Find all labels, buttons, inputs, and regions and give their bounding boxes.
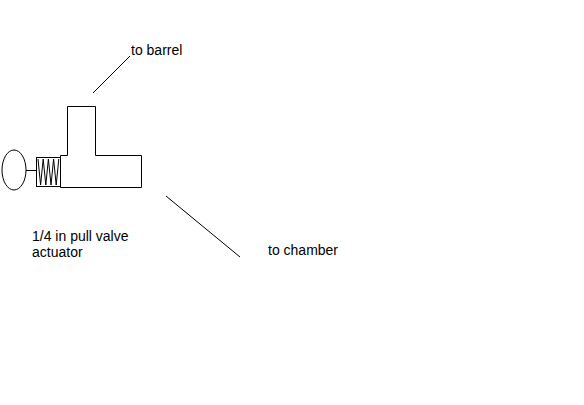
port-label: to barrel [131, 42, 182, 58]
leader-line [93, 56, 130, 93]
spring-coil [38, 159, 59, 185]
leader-line [166, 196, 240, 257]
pull-handle [2, 150, 26, 190]
pull-rod [26, 170, 36, 171]
part-label: 1/4 in pull valve actuator [32, 228, 136, 260]
tee-fitting [61, 107, 142, 188]
port-label: to chamber [268, 242, 338, 258]
spring-windings [38, 159, 59, 185]
spring-housing [37, 158, 61, 187]
